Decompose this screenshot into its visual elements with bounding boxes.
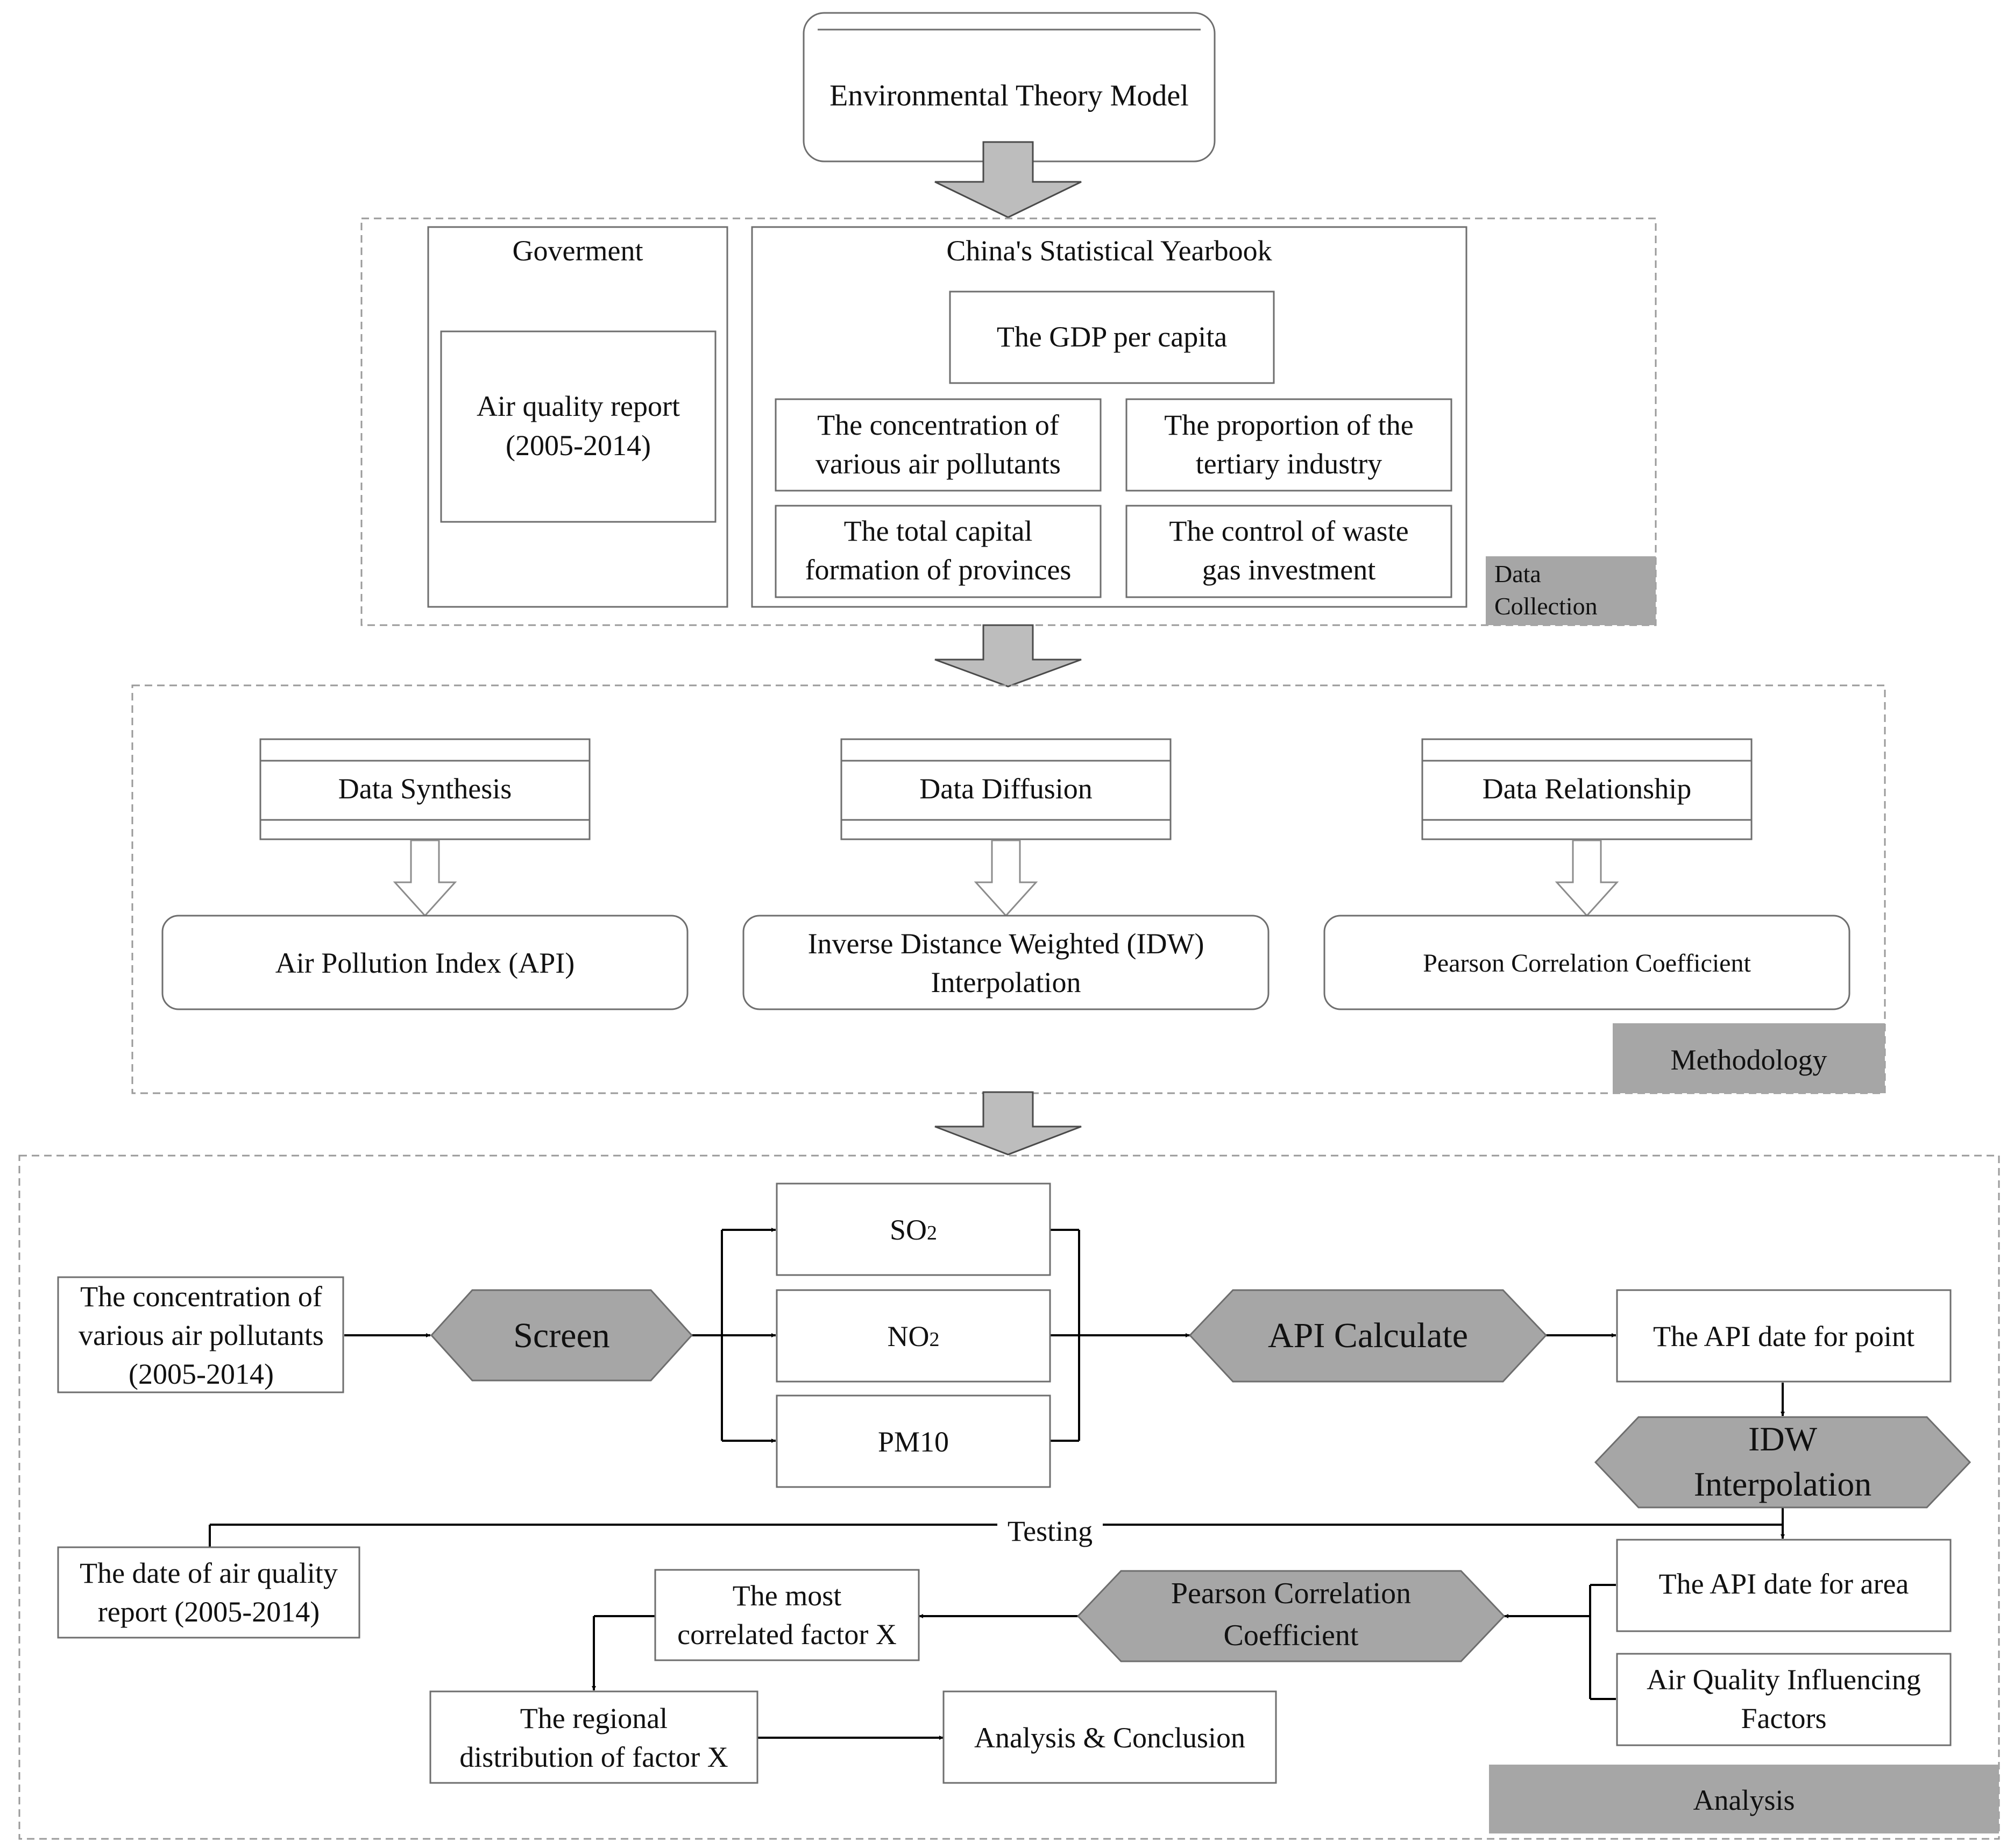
screen-label: Screen — [513, 1316, 610, 1355]
tertiary-line1: The proportion of the — [1164, 409, 1413, 441]
pollutants-line1: The concentration of — [817, 409, 1059, 441]
influencing-line1: Air Quality Influencing — [1647, 1663, 1921, 1696]
air-quality-report-line1: Air quality report — [477, 390, 680, 422]
concentration-line2: various air pollutants — [79, 1319, 324, 1351]
so2-subscript: 2 — [927, 1222, 937, 1244]
methodology-tag-label: Methodology — [1671, 1044, 1827, 1076]
testing-label-group: Testing — [997, 1511, 1103, 1547]
so2-label: SO2 — [890, 1214, 937, 1246]
hollow-arrow-synthesis — [393, 839, 457, 917]
hollow-arrow-relationship — [1555, 839, 1619, 917]
most-correlated-box: The most correlated factor X — [654, 1569, 920, 1661]
data-collection-tag-line2: Collection — [1494, 592, 1598, 620]
api-area-box: The API date for area — [1616, 1539, 1952, 1632]
conclusion-box: Analysis & Conclusion — [942, 1690, 1277, 1784]
api-calculate-label: API Calculate — [1268, 1316, 1468, 1355]
idw-hexagon-line2: Interpolation — [1694, 1465, 1872, 1503]
methodology-section: Data Synthesis Data Diffusion Data Relat… — [131, 684, 1886, 1094]
yearbook-title: China's Statistical Yearbook — [946, 235, 1272, 267]
data-diffusion-label: Data Diffusion — [919, 773, 1092, 805]
no2-label: NO2 — [888, 1320, 940, 1353]
air-quality-report-line2: (2005-2014) — [506, 429, 651, 462]
data-collection-section: Goverment Air quality report (2005-2014)… — [360, 217, 1657, 626]
report-date-line1: The date of air quality — [80, 1557, 338, 1589]
yearbook-panel: China's Statistical Yearbook The GDP per… — [751, 226, 1467, 608]
so2-base: SO — [890, 1214, 927, 1246]
flow-arrow-1 — [934, 141, 1082, 218]
screen-hexagon: Screen — [430, 1289, 693, 1382]
gdp-per-capita: The GDP per capita — [997, 321, 1227, 353]
influencing-line2: Factors — [1741, 1702, 1827, 1734]
pollutants-line2: various air pollutants — [815, 448, 1061, 480]
data-synthesis-label: Data Synthesis — [338, 773, 512, 805]
waste-gas-line1: The control of waste — [1169, 515, 1408, 547]
pearson-hexagon-line1: Pearson Correlation — [1171, 1577, 1411, 1610]
government-panel: Goverment Air quality report (2005-2014) — [427, 226, 728, 608]
analysis-tag: Analysis — [1489, 1765, 1999, 1833]
analysis-tag-label: Analysis — [1693, 1784, 1795, 1816]
idw-method-line2: Interpolation — [931, 966, 1081, 999]
flow-arrow-3 — [934, 1091, 1082, 1156]
most-correlated-line2: correlated factor X — [677, 1618, 897, 1651]
api-calculate-hexagon: API Calculate — [1188, 1289, 1548, 1383]
capital-line2: formation of provinces — [805, 554, 1072, 586]
capital-line1: The total capital — [844, 515, 1033, 547]
no2-box: NO2 — [776, 1289, 1051, 1383]
influencing-factors-box: Air Quality Influencing Factors — [1616, 1653, 1952, 1746]
data-collection-tag: Data Collection — [1486, 556, 1656, 625]
regional-line2: distribution of factor X — [459, 1741, 728, 1773]
pearson-method-label: Pearson Correlation Coefficient — [1423, 949, 1751, 978]
tertiary-line2: tertiary industry — [1196, 448, 1382, 480]
idw-hexagon-line1: IDW — [1748, 1420, 1818, 1458]
data-relationship-box: Data Relationship — [1421, 738, 1753, 840]
idw-method-line1: Inverse Distance Weighted (IDW) — [808, 927, 1204, 960]
data-diffusion-box: Data Diffusion — [840, 738, 1172, 840]
waste-gas-line2: gas investment — [1202, 554, 1375, 586]
government-title: Goverment — [513, 235, 643, 267]
api-point-label: The API date for point — [1653, 1320, 1914, 1353]
api-area-label: The API date for area — [1659, 1568, 1909, 1600]
api-point-box: The API date for point — [1616, 1289, 1952, 1383]
theory-model-label: Environmental Theory Model — [829, 79, 1189, 112]
data-synthesis-box: Data Synthesis — [259, 738, 591, 840]
regional-distribution-box: The regional distribution of factor X — [429, 1690, 758, 1784]
api-index-label: Air Pollution Index (API) — [275, 947, 575, 979]
concentration-line1: The concentration of — [80, 1280, 322, 1313]
pm10-label: PM10 — [878, 1426, 949, 1458]
pearson-hexagon-line2: Coefficient — [1224, 1619, 1359, 1652]
testing-label: Testing — [1008, 1515, 1093, 1547]
report-date-box: The date of air quality report (2005-201… — [57, 1546, 360, 1639]
methodology-tag: Methodology — [1613, 1023, 1885, 1093]
no2-subscript: 2 — [930, 1328, 940, 1351]
pm10-box: PM10 — [776, 1394, 1051, 1488]
hollow-arrow-diffusion — [974, 839, 1038, 917]
data-collection-tag-line1: Data — [1494, 560, 1541, 587]
idw-method-box: Inverse Distance Weighted (IDW) Interpol… — [742, 915, 1270, 1010]
conclusion-label: Analysis & Conclusion — [974, 1722, 1245, 1754]
so2-box: SO2 — [776, 1183, 1051, 1276]
api-index-box: Air Pollution Index (API) — [161, 915, 689, 1010]
report-date-line2: report (2005-2014) — [98, 1596, 320, 1628]
pearson-method-box: Pearson Correlation Coefficient — [1323, 915, 1850, 1010]
concentration-line3: (2005-2014) — [129, 1358, 274, 1390]
most-correlated-line1: The most — [733, 1580, 841, 1612]
connectors — [209, 1228, 1785, 1740]
theory-model-box: Environmental Theory Model — [803, 12, 1216, 162]
data-relationship-label: Data Relationship — [1483, 773, 1691, 805]
concentration-input-box: The concentration of various air polluta… — [57, 1276, 344, 1393]
analysis-section: The concentration of various air polluta… — [18, 1155, 2000, 1840]
regional-line1: The regional — [520, 1702, 668, 1734]
pearson-hexagon: Pearson Correlation Coefficient — [1076, 1570, 1506, 1662]
no2-base: NO — [888, 1320, 930, 1353]
idw-hexagon: IDW Interpolation — [1594, 1416, 1972, 1509]
flow-arrow-2 — [934, 624, 1082, 688]
